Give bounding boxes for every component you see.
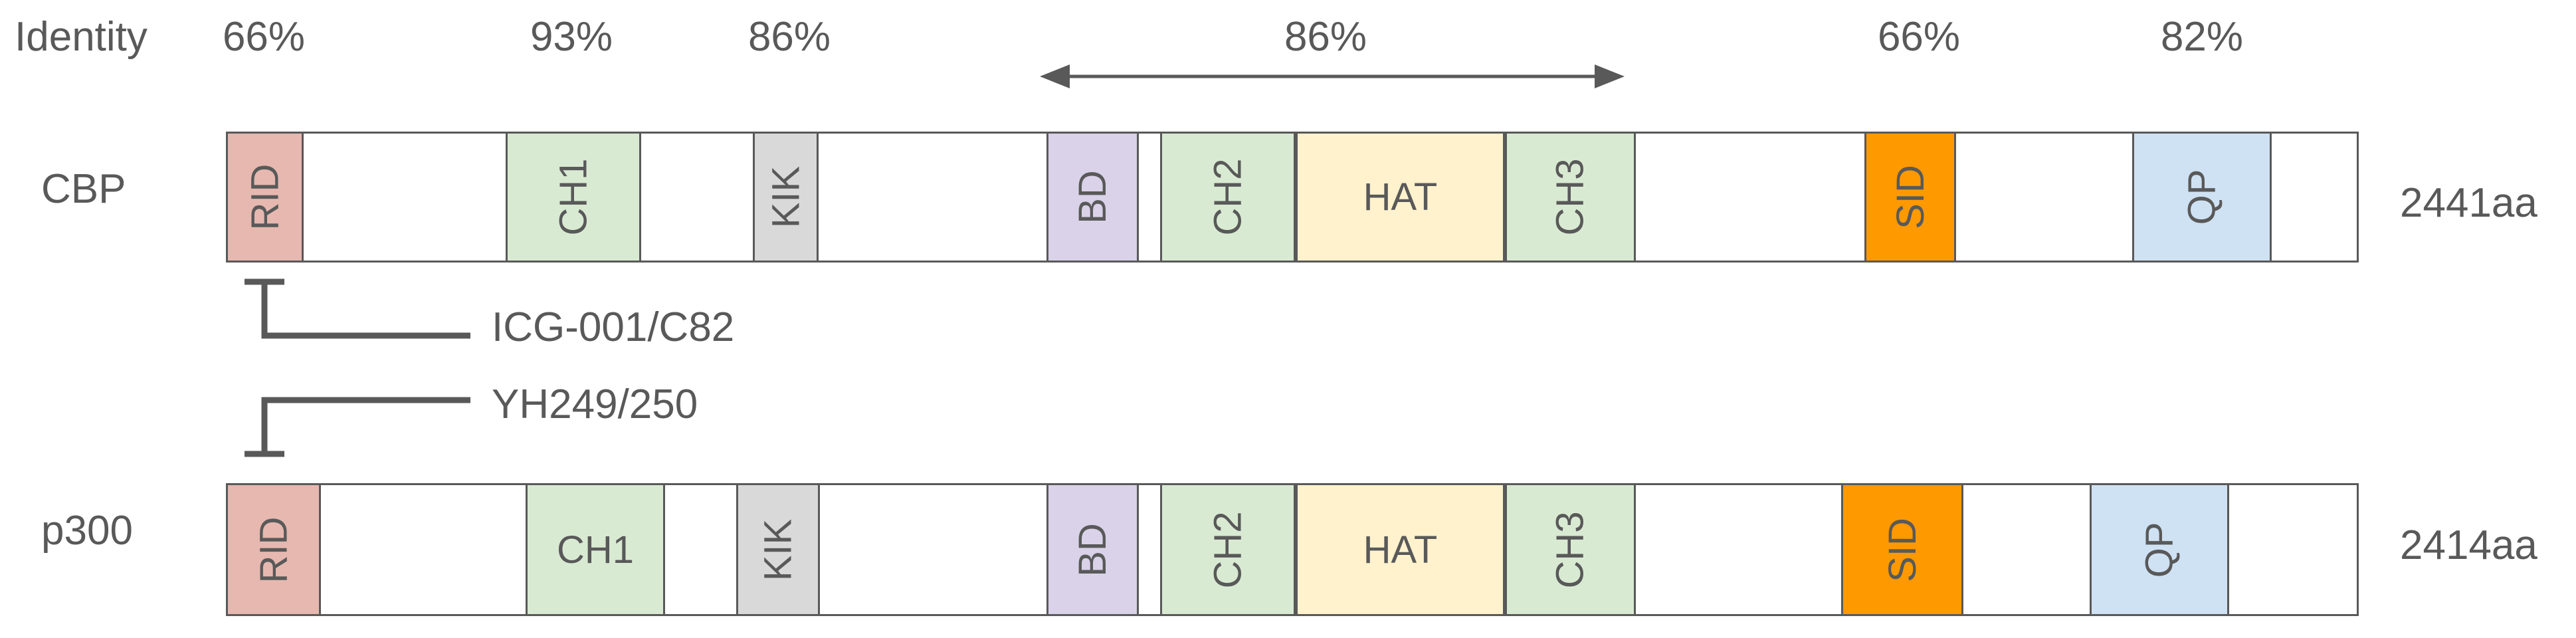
cbp-domain-qp: QP — [2132, 132, 2272, 263]
cbp-inhibitor-label: ICG-001/C82 — [492, 304, 735, 350]
p300-domain-sid: SID — [1841, 483, 1963, 616]
cbp-domain-sid: SID — [1864, 132, 1956, 263]
p300-inhibitor-label: YH249/250 — [492, 381, 698, 427]
arrow-left-head — [1040, 64, 1070, 88]
identity-qp: 82% — [2160, 14, 2244, 60]
p300-domain-rid: RID — [226, 483, 321, 616]
arrow-right-head — [1595, 64, 1625, 88]
cbp-domain-ch2: CH2 — [1160, 132, 1296, 263]
p300-domain-hat: HAT — [1296, 483, 1505, 616]
p300-domain-bd: BD — [1046, 483, 1139, 616]
protein-name-cbp: CBP — [41, 166, 126, 212]
identity-kik: 86% — [747, 14, 831, 60]
identity-ch1: 93% — [530, 14, 613, 60]
cbp-inhibitor-line — [261, 282, 470, 339]
p300-domain-kik: KIK — [736, 483, 820, 616]
p300-domain-ch2: CH2 — [1160, 483, 1296, 616]
protein-name-p300: p300 — [41, 508, 133, 554]
cbp-domain-ch3: CH3 — [1505, 132, 1636, 263]
identity-sid: 66% — [1877, 14, 1961, 60]
identity-rid: 66% — [222, 14, 306, 60]
p300-domain-qp: QP — [2090, 483, 2229, 616]
cbp-domain-rid: RID — [226, 132, 304, 263]
identity-bd-hat-ch3: 86% — [1284, 14, 1367, 60]
p300-inhibitor-line — [261, 397, 470, 454]
cbp-domain-ch1: CH1 — [506, 132, 641, 263]
cbp-length: 2441aa — [2400, 180, 2537, 226]
p300-domain-ch3: CH3 — [1505, 483, 1636, 616]
cbp-domain-kik: KIK — [753, 132, 819, 263]
p300-domain-ch1: CH1 — [526, 483, 665, 616]
identity-label: Identity — [15, 14, 148, 60]
cbp-domain-hat: HAT — [1296, 132, 1505, 263]
cbp-domain-bd: BD — [1046, 132, 1139, 263]
p300-length: 2414aa — [2400, 522, 2537, 568]
